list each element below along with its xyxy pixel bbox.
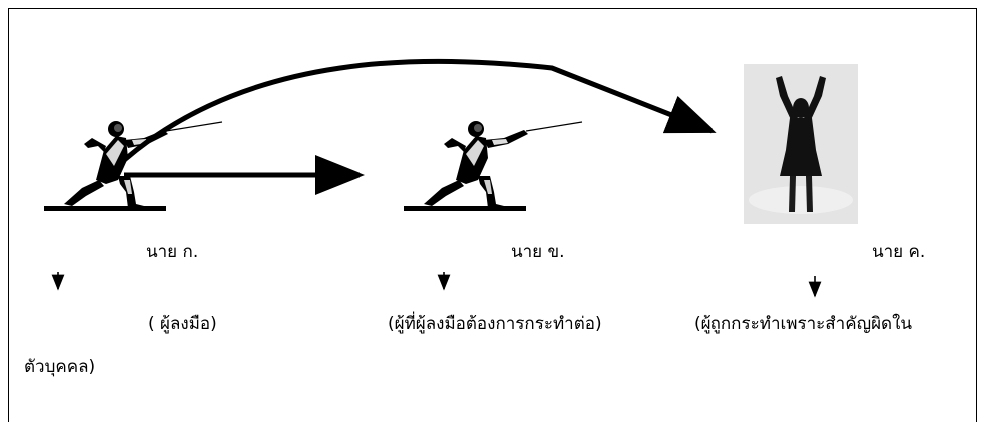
person-b-name: นาย ข. [511,242,565,262]
silhouette-photo [744,64,858,224]
diagram-frame [8,8,977,422]
person-b-role: (ผู้ที่ผู้ลงมือต้องการกระทำต่อ) [388,314,602,334]
person-c-role: (ผู้ถูกกระทำเพราะสำคัญผิดใน [694,314,913,334]
person-a-role: ( ผู้ลงมือ) [148,314,217,334]
fencer-icon-a [44,120,223,212]
wrapped-text: ตัวบุคคล) [24,357,96,377]
arrow-a-to-c [120,58,717,164]
person-c-name: นาย ค. [872,242,926,262]
person-a-name: นาย ก. [146,242,199,262]
fencer-icon-b [404,120,583,212]
